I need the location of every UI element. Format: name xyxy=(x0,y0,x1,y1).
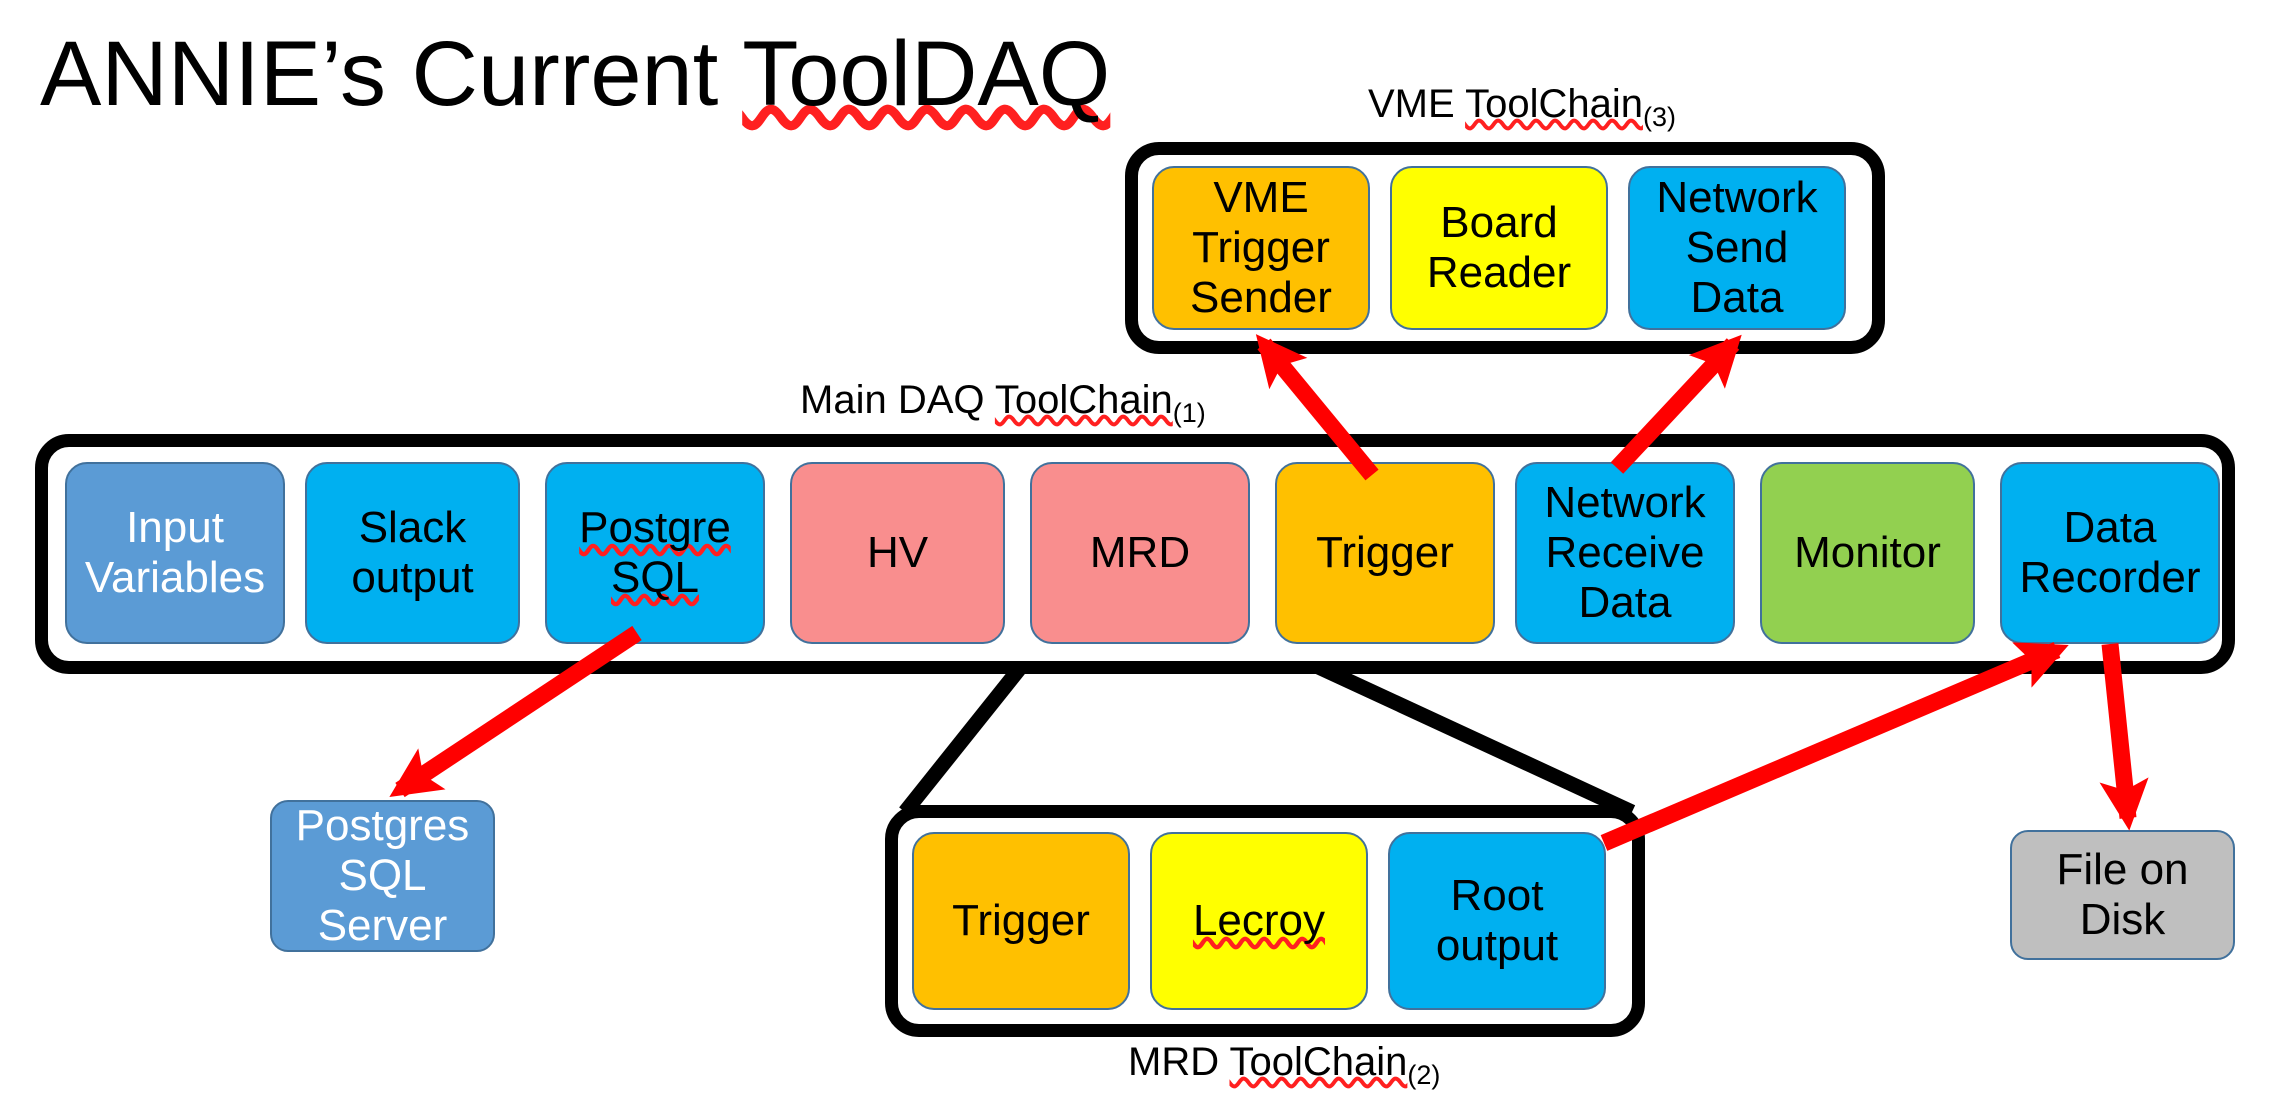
main-label-index: (1) xyxy=(1172,398,1206,428)
tool-label: Trigger xyxy=(952,896,1090,946)
tool-label: Trigger xyxy=(1316,528,1454,578)
tool-lecroy[interactable]: Lecroy xyxy=(1150,832,1368,1010)
page-title-plain: ANNIE’s Current xyxy=(40,23,743,125)
main-daq-toolchain-label: Main DAQ ToolChain(1) xyxy=(800,378,1206,429)
tool-label: HV xyxy=(866,528,929,578)
vme-toolchain-label: VME ToolChain(3) xyxy=(1368,82,1676,133)
page-title-misspelled: ToolDAQ xyxy=(742,23,1111,125)
mrd-label-prefix: MRD xyxy=(1128,1040,1230,1084)
vme-label-index: (3) xyxy=(1642,102,1676,132)
tool-hv[interactable]: HV xyxy=(790,462,1005,644)
tool-trigger[interactable]: Trigger xyxy=(1275,462,1495,644)
tool-mrd-trigger[interactable]: Trigger xyxy=(912,832,1130,1010)
vme-label-prefix: VME xyxy=(1368,82,1466,126)
tool-label: MRD xyxy=(1089,528,1191,578)
tool-label: Monitor xyxy=(1794,528,1941,578)
vme-label-misspelled: ToolChain xyxy=(1465,82,1643,126)
page-title: ANNIE’s Current ToolDAQ xyxy=(40,28,1110,120)
main-label-misspelled: ToolChain xyxy=(994,378,1173,422)
mrd-label-index: (2) xyxy=(1407,1060,1441,1090)
arrow-root-output-to-data-recorder xyxy=(1600,642,2069,851)
tool-label: Lecroy xyxy=(1192,896,1326,946)
tool-monitor[interactable]: Monitor xyxy=(1760,462,1975,644)
tool-mrd[interactable]: MRD xyxy=(1030,462,1250,644)
mrd-label-misspelled: ToolChain xyxy=(1229,1040,1408,1084)
main-label-prefix: Main DAQ xyxy=(800,378,995,422)
mrd-toolchain-label: MRD ToolChain(2) xyxy=(1128,1040,1440,1091)
